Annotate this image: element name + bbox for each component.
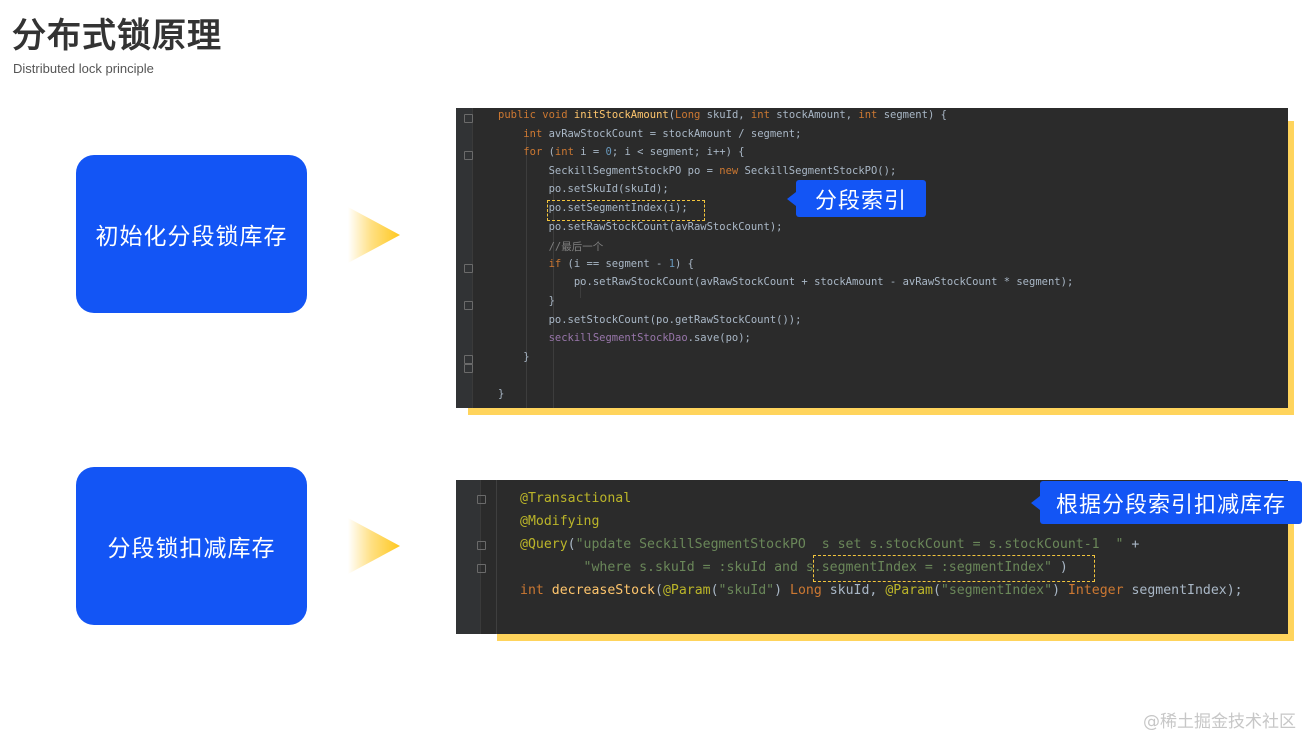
deduct-segment-stock-card: 分段锁扣减库存 xyxy=(76,467,307,625)
code-line: @Modifying xyxy=(520,514,600,529)
card-label: 初始化分段锁库存 xyxy=(95,224,288,250)
init-segment-stock-card: 初始化分段锁库存 xyxy=(76,155,307,313)
indent-guide xyxy=(496,480,497,634)
code-line: po.setRawStockCount(avRawStockCount + st… xyxy=(498,276,1074,289)
code-line: int decreaseStock(@Param("skuId") Long s… xyxy=(520,583,1243,598)
watermark: @稀土掘金技术社区 xyxy=(1143,712,1296,732)
fold-icon[interactable] xyxy=(477,564,486,573)
highlight-box-segment-index xyxy=(547,200,705,221)
indent-guide xyxy=(526,130,527,408)
code-line: //最后一个 xyxy=(548,241,604,254)
fold-icon[interactable] xyxy=(477,495,486,504)
callout-segment-index: 分段索引 xyxy=(787,180,926,217)
code-line: int avRawStockCount = stockAmount / segm… xyxy=(523,127,802,140)
arrow-right-icon xyxy=(348,518,400,574)
code-line: for (int i = 0; i < segment; i++) { xyxy=(523,146,745,159)
callout-label: 根据分段索引扣减库存 xyxy=(1055,492,1286,518)
code-line: "where s.skuId = :skuId and s.segmentInd… xyxy=(583,560,1068,575)
fold-icon[interactable] xyxy=(464,264,473,273)
card-label: 分段锁扣减库存 xyxy=(107,536,276,562)
page-subtitle: Distributed lock principle xyxy=(13,61,154,76)
callout-deduct-by-index: 根据分段索引扣减库存 xyxy=(1031,481,1302,524)
code-line: } xyxy=(498,350,530,363)
code-line: @Query("update SeckillSegmentStockPO s s… xyxy=(520,537,1140,552)
code-line: po.setSkuId(skuId); xyxy=(498,183,669,196)
arrow-right-icon xyxy=(348,207,400,263)
page-title: 分布式锁原理 xyxy=(12,16,222,56)
indent-guide xyxy=(580,278,581,298)
code-line: } xyxy=(498,388,505,400)
callout-label: 分段索引 xyxy=(814,188,907,214)
fold-icon[interactable] xyxy=(464,114,473,123)
code-line: po.setRawStockCount(avRawStockCount); xyxy=(498,220,783,233)
code-line: SeckillSegmentStockPO po = new SeckillSe… xyxy=(498,164,897,177)
editor-gutter xyxy=(456,480,481,634)
highlight-box-segment-where xyxy=(813,555,1095,582)
fold-icon[interactable] xyxy=(464,364,473,373)
code-line: } xyxy=(498,295,555,307)
fold-icon[interactable] xyxy=(464,151,473,160)
fold-icon[interactable] xyxy=(464,301,473,310)
code-line: @Transactional xyxy=(520,491,632,506)
editor-gutter xyxy=(456,108,473,408)
code-line: if (i == segment - 1) { xyxy=(548,257,694,270)
fold-icon[interactable] xyxy=(464,355,473,364)
fold-icon[interactable] xyxy=(477,541,486,550)
code-line: po.setStockCount(po.getRawStockCount()); xyxy=(498,313,802,326)
code-line: seckillSegmentStockDao.save(po); xyxy=(548,332,751,345)
code-editor-deduct: @Transactional @Modifying @Query("update S… xyxy=(456,480,1288,634)
code-line: public void initStockAmount(Long skuId, … xyxy=(498,109,947,121)
indent-guide xyxy=(553,168,554,408)
code-editor-init: public void initStockAmount(Long skuId, … xyxy=(456,108,1288,408)
code-line: po.setSegmentIndex(i); xyxy=(498,202,688,214)
